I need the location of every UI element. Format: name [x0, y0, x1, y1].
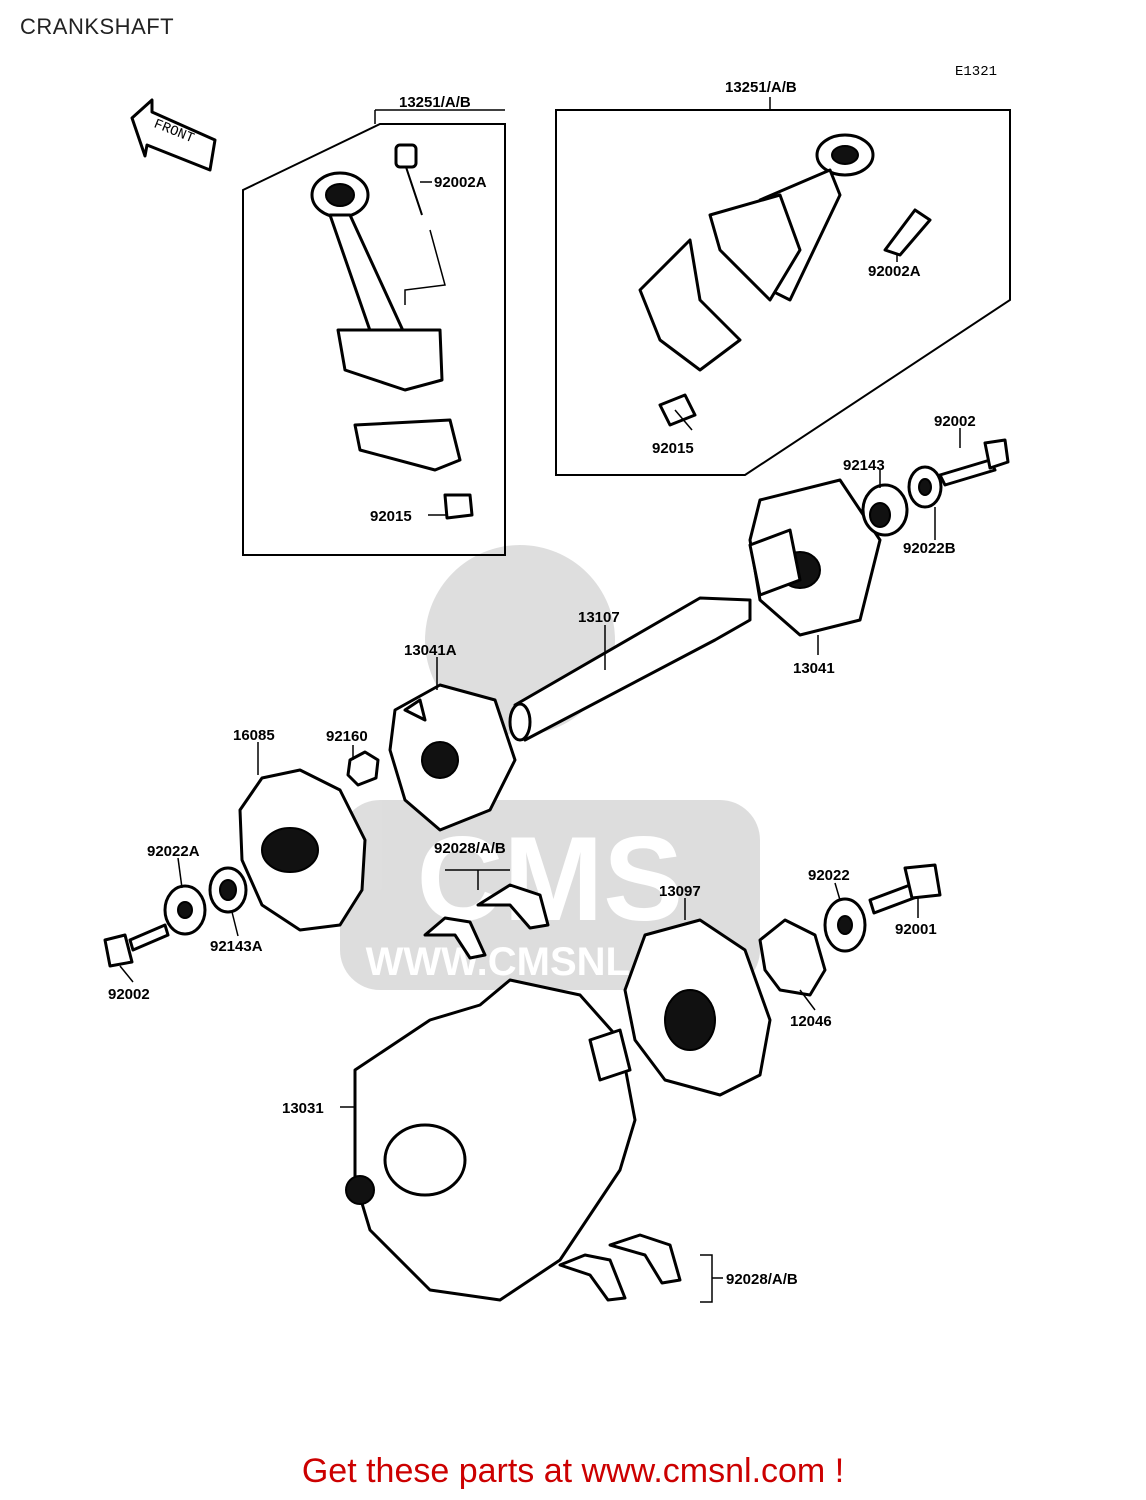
bolt-92001 [868, 863, 942, 915]
callout-13251-right: 13251/A/B [725, 79, 797, 96]
callout-13251-left: 13251/A/B [399, 94, 471, 111]
gear-13097 [623, 918, 772, 1097]
callout-92002-top: 92002 [934, 413, 976, 430]
callout-92001: 92001 [895, 921, 937, 938]
drive-hub-13041 [748, 478, 882, 637]
spacer-92143A [208, 866, 248, 914]
conrod-right [638, 133, 932, 427]
callout-13041: 13041 [793, 660, 835, 677]
callout-13041A: 13041A [404, 642, 457, 659]
callout-92143A: 92143A [210, 938, 263, 955]
figure-code: E1321 [955, 64, 997, 80]
shaft-13107 [508, 596, 752, 742]
callout-13107: 13107 [578, 609, 620, 626]
callout-92022: 92022 [808, 867, 850, 884]
callouts: 13251/A/B 92002A 92015 13251/A/B 92002A … [108, 79, 976, 1288]
callout-92002A-left: 92002A [434, 174, 487, 191]
callout-92160: 92160 [326, 728, 368, 745]
washer-92022B [907, 465, 943, 509]
callout-92015-right: 92015 [652, 440, 694, 457]
callout-92022B: 92022B [903, 540, 956, 557]
callout-16085: 16085 [233, 727, 275, 744]
washer-92022A [163, 884, 207, 936]
front-arrow: FRONT [130, 98, 217, 172]
callout-92015-left: 92015 [370, 508, 412, 525]
callout-92028-upper: 92028/A/B [434, 840, 506, 857]
callout-92022A: 92022A [147, 843, 200, 860]
bearing-shells-upper [423, 883, 550, 960]
spacer-92143 [861, 483, 909, 537]
page-title: CRANKSHAFT [20, 14, 175, 39]
conrod-frame-left [242, 109, 506, 556]
damper-92160 [346, 750, 380, 787]
bolt-92002-left [103, 923, 170, 968]
callout-92143: 92143 [843, 457, 885, 474]
bolt-92002-top [938, 438, 1010, 487]
callout-13031: 13031 [282, 1100, 324, 1117]
conrod-frame-right [555, 97, 1011, 476]
drive-hub-13041A [388, 683, 517, 832]
gear-12046 [758, 918, 827, 997]
sprocket-16085 [238, 768, 367, 932]
bearing-shells-lower [558, 1233, 682, 1302]
callout-92002-left: 92002 [108, 986, 150, 1003]
washer-92022 [823, 897, 867, 953]
footer-parts-link[interactable]: Get these parts at www.cmsnl.com ! [301, 1452, 845, 1490]
callout-92002A-right: 92002A [868, 263, 921, 280]
callout-13097: 13097 [659, 883, 701, 900]
crankshaft-13031 [345, 978, 637, 1302]
conrod-left [310, 143, 474, 520]
callout-12046: 12046 [790, 1013, 832, 1030]
callout-92028-lower: 92028/A/B [726, 1271, 798, 1288]
leader-lines [119, 181, 961, 1303]
